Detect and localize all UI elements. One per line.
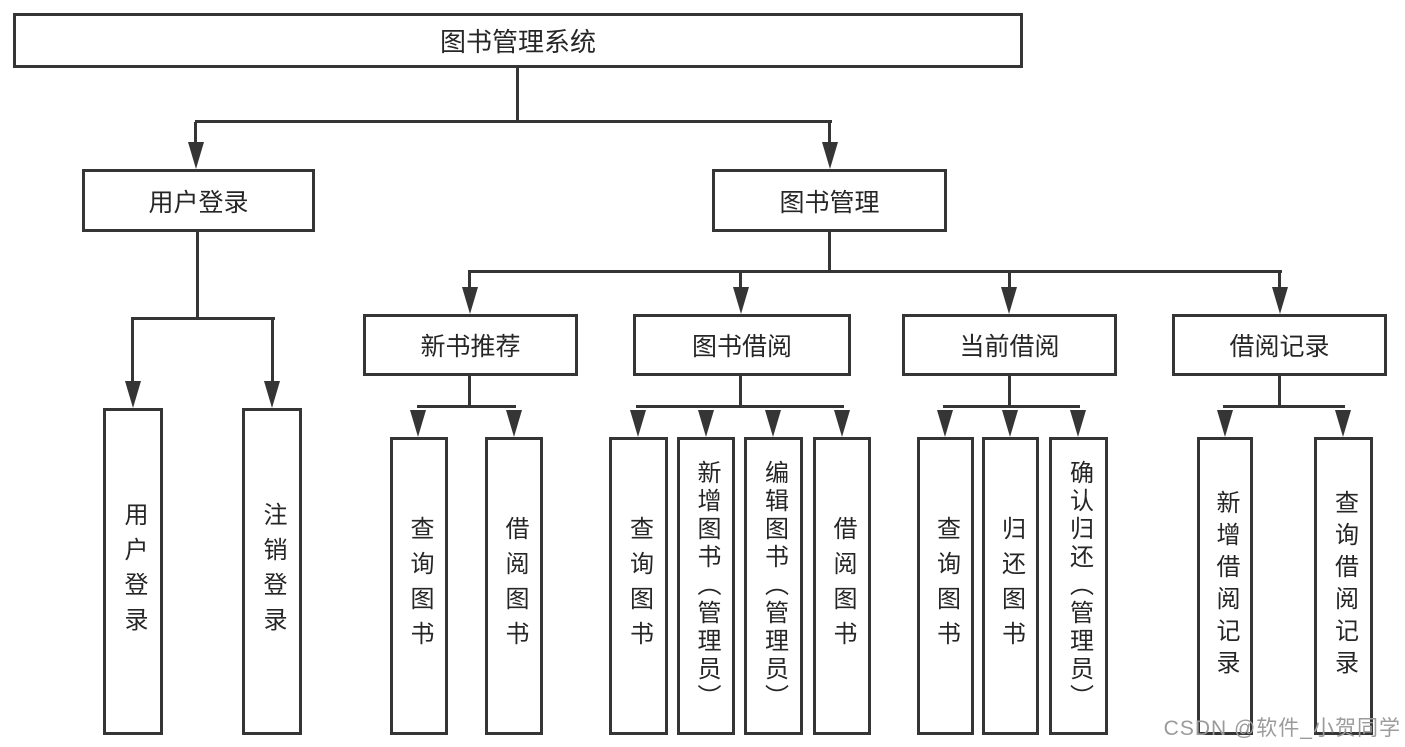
node-label: 当前借阅: [959, 333, 1060, 361]
leaf-query-book: 查询图书: [390, 437, 448, 735]
node-label: 借阅图书: [501, 516, 528, 656]
connector-line: [516, 68, 519, 120]
arrow-down-icon: [630, 410, 646, 437]
node-label: 查询图书: [932, 516, 960, 656]
connector-line: [131, 317, 275, 320]
node-label: 新增借阅记录: [1212, 490, 1239, 682]
connector-line: [194, 122, 197, 146]
node-book-borrow: 图书借阅: [633, 314, 851, 376]
node-label: 用户登录: [148, 188, 249, 217]
connector-line: [196, 232, 199, 320]
arrow-down-icon: [462, 287, 478, 314]
leaf-confirm-return-admin: 确认归还（管理员）: [1049, 437, 1108, 735]
node-label: 编辑图书（管理员）: [760, 460, 788, 712]
node-system-root: 图书管理系统: [13, 13, 1023, 68]
leaf-borrow-book: 借阅图书: [485, 437, 543, 735]
connector-line: [943, 405, 1080, 408]
node-label: 确认归还（管理员）: [1065, 460, 1093, 712]
arrow-down-icon: [264, 381, 280, 408]
connector-line: [739, 376, 742, 407]
leaf-add-book-admin: 新增图书（管理员）: [677, 437, 735, 735]
connector-line: [636, 405, 844, 408]
node-user-login: 用户登录: [82, 169, 315, 232]
node-label: 查询图书: [406, 516, 433, 656]
leaf-query-borrow-record: 查询借阅记录: [1314, 437, 1373, 735]
node-label: 借阅图书: [829, 516, 856, 656]
connector-line: [195, 120, 832, 123]
arrow-down-icon: [1272, 287, 1288, 314]
arrow-down-icon: [410, 410, 426, 437]
arrow-down-icon: [125, 381, 141, 408]
connector-line: [1223, 405, 1345, 408]
csdn-watermark: CSDN @软件_小贺同学: [1163, 717, 1401, 740]
node-label: 图书管理系统: [439, 27, 596, 57]
arrow-down-icon: [822, 142, 838, 169]
arrow-down-icon: [733, 287, 749, 314]
leaf-user-login: 用户登录: [103, 408, 163, 735]
leaf-logout: 注销登录: [242, 408, 302, 735]
connector-line: [131, 319, 134, 383]
arrow-down-icon: [1070, 410, 1086, 437]
node-label: 注销登录: [259, 501, 286, 642]
node-borrow-records: 借阅记录: [1172, 314, 1387, 376]
leaf-edit-book-admin: 编辑图书（管理员）: [744, 437, 803, 735]
arrow-down-icon: [506, 410, 522, 437]
node-label: 查询图书: [625, 516, 653, 656]
leaf-query-book: 查询图书: [609, 437, 668, 735]
node-new-book-recommend: 新书推荐: [363, 314, 578, 376]
connector-line: [1278, 272, 1281, 290]
connector-line: [271, 319, 274, 383]
node-label: 归还图书: [997, 516, 1025, 656]
connector-line: [417, 405, 516, 408]
arrow-down-icon: [1217, 410, 1233, 437]
arrow-down-icon: [765, 410, 781, 437]
leaf-query-book: 查询图书: [917, 437, 974, 735]
node-label: 用户登录: [120, 501, 147, 642]
leaf-return-book: 归还图书: [982, 437, 1039, 735]
arrow-down-icon: [937, 410, 953, 437]
node-label: 借阅记录: [1229, 333, 1330, 361]
node-current-borrow: 当前借阅: [902, 314, 1117, 376]
node-label: 查询借阅记录: [1330, 490, 1358, 682]
connector-line: [828, 232, 831, 272]
node-book-management: 图书管理: [712, 169, 947, 232]
arrow-down-icon: [1335, 410, 1351, 437]
arrow-down-icon: [698, 410, 714, 437]
connector-line: [1008, 376, 1011, 407]
leaf-borrow-book: 借阅图书: [813, 437, 871, 735]
connector-line: [739, 272, 742, 290]
arrow-down-icon: [188, 142, 204, 169]
connector-line: [468, 270, 1282, 273]
leaf-add-borrow-record: 新增借阅记录: [1197, 437, 1253, 735]
connector-line: [828, 122, 831, 146]
node-label: 新书推荐: [420, 333, 521, 361]
connector-line: [468, 376, 471, 407]
arrow-down-icon: [1001, 287, 1017, 314]
node-label: 图书管理: [779, 188, 880, 217]
connector-line: [1008, 272, 1011, 290]
connector-line: [1278, 376, 1281, 407]
node-label: 图书借阅: [691, 333, 792, 361]
arrow-down-icon: [1002, 410, 1018, 437]
arrow-down-icon: [834, 410, 850, 437]
node-label: 新增图书（管理员）: [693, 460, 720, 712]
connector-line: [468, 272, 471, 290]
